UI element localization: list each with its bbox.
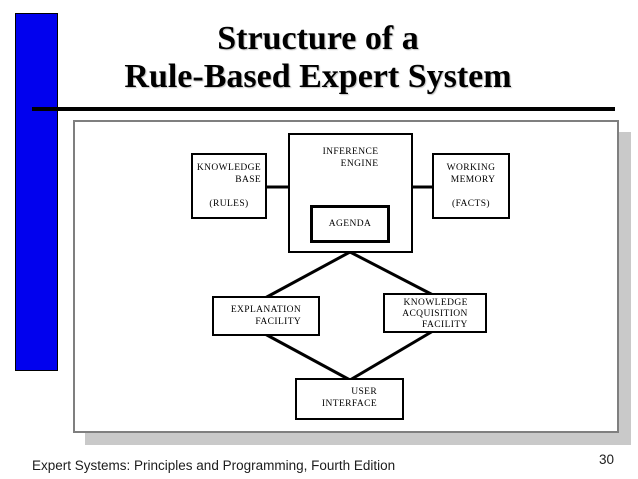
title-line-1: Structure of a (217, 20, 419, 57)
working-memory-sublabel: (FACTS) (452, 199, 490, 209)
node-user-interface: USER INTERFACE (295, 378, 404, 420)
node-explanation-facility: EXPLANATION FACILITY (212, 296, 320, 336)
node-working-memory: WORKING MEMORY (FACTS) (432, 153, 510, 219)
edge-inference-engine-to-explanation-facility (264, 250, 351, 300)
slide-title: Structure of a Rule-Based Expert System (20, 20, 616, 96)
edge-inference-engine-to-knowledge-acquisition-facility (349, 250, 434, 297)
accent-bar (15, 13, 58, 371)
user-interface-label: USER INTERFACE (321, 387, 378, 409)
edge-explanation-facility-to-user-interface (264, 332, 351, 382)
footer-citation: Expert Systems: Principles and Programmi… (32, 458, 396, 473)
knowledge-acquisition-facility-label: KNOWLEDGE ACQUISITION FACILITY (402, 298, 468, 330)
page-number: 30 (598, 452, 614, 467)
knowledge-base-label: KNOWLEDGE BASE (196, 163, 262, 185)
knowledge-base-sublabel: (RULES) (209, 199, 249, 209)
working-memory-label: WORKING MEMORY (446, 163, 496, 185)
node-knowledge-acquisition-facility: KNOWLEDGE ACQUISITION FACILITY (383, 293, 487, 333)
agenda-label: AGENDA (328, 219, 372, 229)
title-line-2: Rule-Based Expert System (124, 58, 512, 95)
node-knowledge-base: KNOWLEDGE BASE (RULES) (191, 153, 267, 219)
edge-knowledge-acquisition-facility-to-user-interface (349, 329, 434, 382)
title-underline (32, 107, 615, 111)
inference-engine-label: INFERENCE ENGINE (322, 147, 379, 169)
node-agenda: AGENDA (310, 205, 390, 243)
explanation-facility-label: EXPLANATION FACILITY (230, 305, 302, 327)
